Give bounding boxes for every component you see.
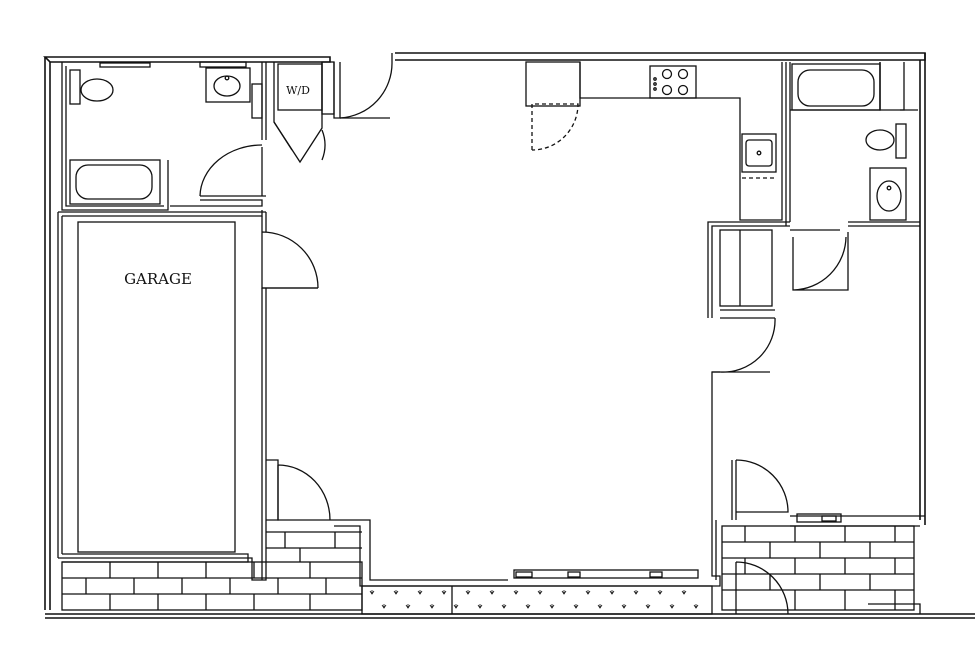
kitchen	[525, 61, 783, 221]
plant-icon	[441, 590, 447, 595]
plant-icon	[621, 604, 627, 609]
plant-icon	[561, 590, 567, 595]
plant-icon	[681, 590, 687, 595]
toilet-icon	[69, 69, 114, 105]
washer-dryer-unit	[277, 63, 323, 111]
patio-gate[interactable]	[735, 561, 789, 615]
patio-right	[721, 525, 921, 614]
garage-door[interactable]	[261, 231, 319, 289]
sink-icon	[869, 167, 907, 221]
exterior-walls	[43, 52, 975, 619]
stove-icon	[649, 65, 697, 99]
patio-door-right[interactable]	[735, 459, 789, 513]
plant-icon	[669, 604, 675, 609]
linen-closet	[719, 229, 840, 307]
plant-icon	[657, 590, 663, 595]
bedroom-door[interactable]	[712, 317, 776, 373]
plant-icon	[549, 604, 555, 609]
plant-icon	[393, 590, 399, 595]
plant-icon	[513, 590, 519, 595]
bathtub-icon	[69, 159, 161, 205]
plant-icon	[477, 604, 483, 609]
living-area-walls	[262, 221, 790, 587]
landscape-plants	[369, 590, 699, 609]
plant-icon	[453, 604, 459, 609]
kitchen-sink-icon	[741, 133, 777, 179]
plant-icon	[417, 590, 423, 595]
plant-icon	[381, 604, 387, 609]
closet-door[interactable]	[321, 129, 326, 161]
plant-icon	[525, 604, 531, 609]
plant-icon	[609, 590, 615, 595]
bath-door[interactable]	[792, 232, 849, 291]
front-door-left[interactable]	[277, 464, 331, 521]
garage-label: GARAGE	[124, 270, 192, 288]
sliding-door[interactable]	[513, 569, 699, 579]
plant-icon	[369, 590, 375, 595]
plant-icon	[501, 604, 507, 609]
plant-icon	[585, 590, 591, 595]
plant-icon	[633, 590, 639, 595]
plant-icon	[645, 604, 651, 609]
plant-icon	[537, 590, 543, 595]
plant-icon	[429, 604, 435, 609]
bathroom-door[interactable]	[199, 144, 263, 197]
plant-icon	[405, 604, 411, 609]
plant-icon	[465, 590, 471, 595]
bathtub-icon	[791, 63, 881, 111]
plant-icon	[489, 590, 495, 595]
garage	[57, 210, 267, 581]
plant-icon	[597, 604, 603, 609]
patio-left	[61, 531, 363, 611]
bedroom-walls	[731, 460, 925, 527]
plant-icon	[573, 604, 579, 609]
entry-door[interactable]	[333, 53, 393, 119]
patio-center-landscape	[361, 585, 713, 615]
plant-icon	[693, 604, 699, 609]
toilet-icon	[865, 123, 907, 159]
left-bathroom	[61, 62, 267, 211]
washer-dryer-label: W/D	[286, 84, 310, 97]
sink-icon	[199, 61, 251, 103]
vanity-top	[99, 62, 151, 68]
